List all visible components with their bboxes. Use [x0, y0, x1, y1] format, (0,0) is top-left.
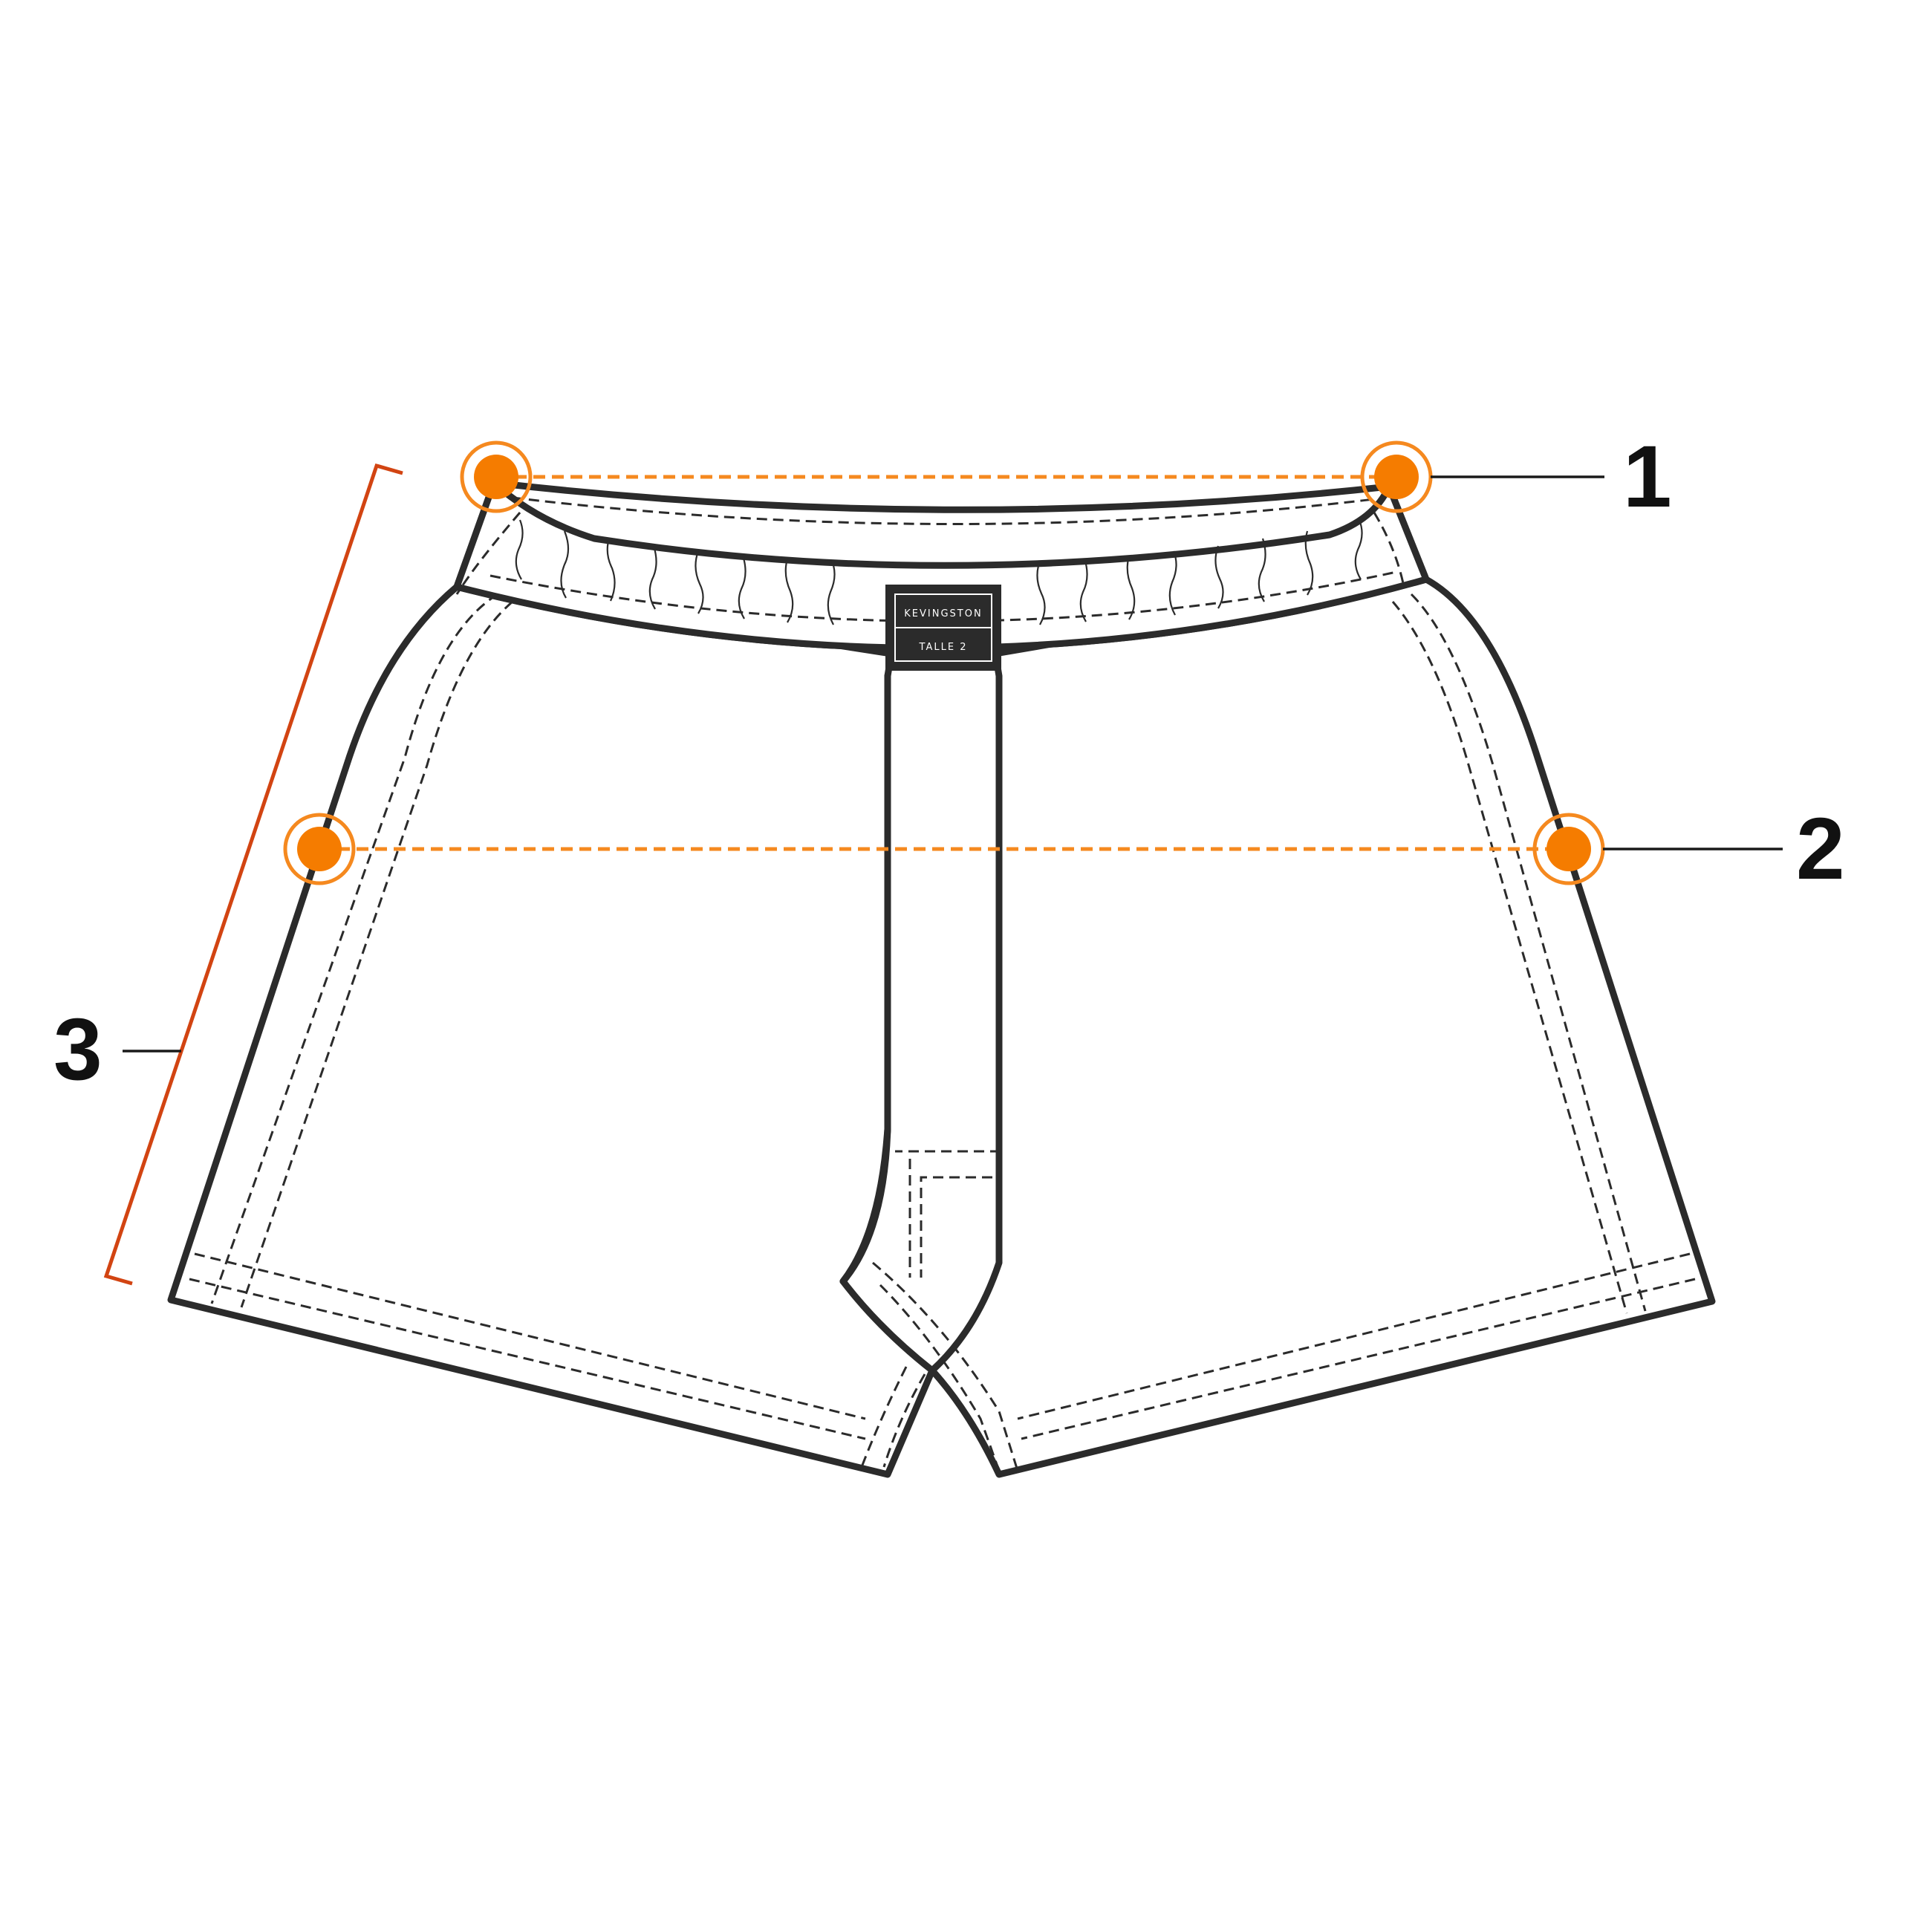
- measurement-number-2: 2: [1796, 800, 1845, 898]
- length-bracket: [103, 463, 403, 1286]
- measurement-1-waist: 1: [460, 428, 1672, 526]
- shorts-illustration: KEVINGSTON TALLE 2: [167, 479, 1716, 1478]
- measurement-number-1: 1: [1623, 428, 1672, 526]
- label-brand-text: KEVINGSTON: [904, 608, 982, 619]
- waist-left-marker-dot: [474, 455, 518, 499]
- right-leg-panel: [928, 576, 1716, 1478]
- hip-left-marker-dot: [297, 827, 342, 871]
- waist-right-marker-dot: [1374, 455, 1419, 499]
- measurement-number-3: 3: [53, 1001, 103, 1099]
- brand-label: KEVINGSTON TALLE 2: [885, 585, 1001, 671]
- label-size-text: TALLE 2: [919, 642, 968, 653]
- fly-placket: [839, 672, 891, 1285]
- waistband-front: [453, 479, 1430, 652]
- measurement-3-length: 3: [53, 463, 403, 1286]
- stitching: [189, 512, 1696, 1471]
- measurement-2-hip: 2: [283, 800, 1845, 898]
- waist-left-marker-ring: [460, 440, 533, 513]
- hip-left-marker-ring: [283, 813, 356, 885]
- hip-right-marker-dot: [1546, 827, 1591, 871]
